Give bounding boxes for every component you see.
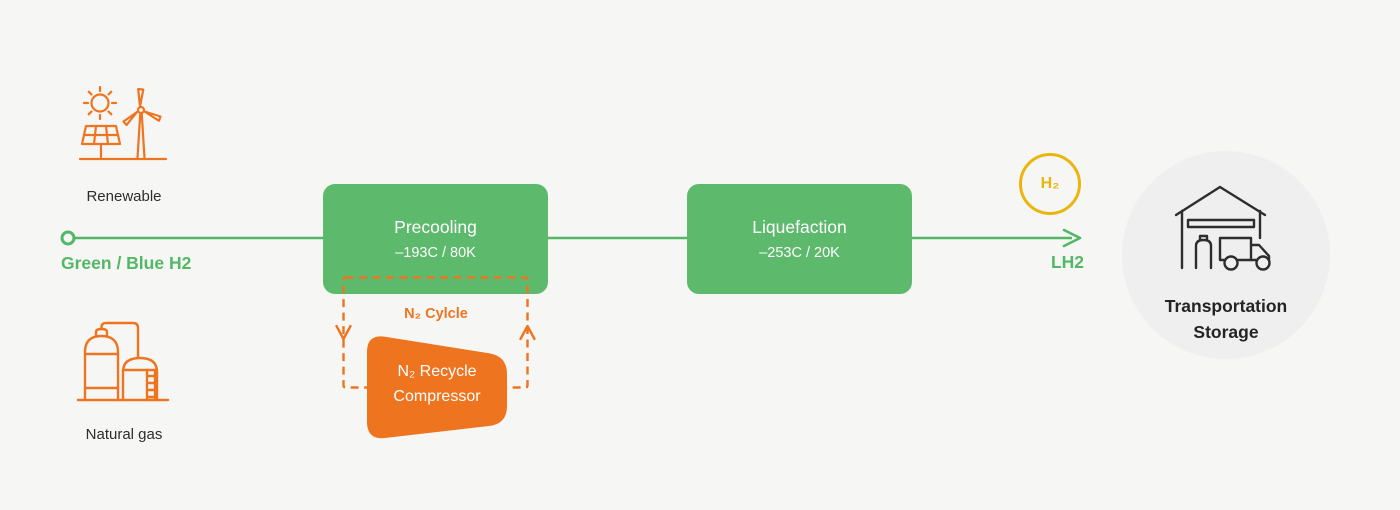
- natural-gas-label: Natural gas: [85, 426, 163, 443]
- solar-wind-icon: [78, 85, 168, 161]
- stage-precooling: Precooling –193C / 80K: [323, 184, 548, 294]
- n2-cycle-label: N₂ Cylcle: [404, 306, 468, 322]
- n2-compressor-label: N₂ Recycle Compressor: [367, 359, 507, 409]
- flow-start-node-icon: [60, 230, 76, 246]
- destination-label: Transportation Storage: [1122, 293, 1330, 345]
- transportation-storage-node: Transportation Storage: [1122, 151, 1330, 359]
- warehouse-truck-icon: [1174, 185, 1271, 271]
- n2-up-arrow-icon: [519, 324, 536, 341]
- n2-recycle-compressor-shape: [367, 336, 507, 439]
- n2-compressor-label-line1: N₂ Recycle: [397, 363, 477, 380]
- renewable-label: Renewable: [86, 188, 162, 205]
- destination-label-line2: Storage: [1193, 322, 1259, 342]
- stage-liquefaction-detail: –253C / 20K: [759, 245, 840, 261]
- destination-label-line1: Transportation: [1164, 296, 1288, 316]
- flow-arrowhead-icon: [1062, 228, 1082, 248]
- stage-precooling-detail: –193C / 80K: [395, 245, 476, 261]
- flow-output-label: LH2: [1050, 252, 1084, 272]
- h2-badge-label: H₂: [1040, 175, 1060, 192]
- stage-liquefaction: Liquefaction –253C / 20K: [687, 184, 912, 294]
- flow-input-label: Green / Blue H2: [61, 253, 192, 273]
- n2-down-arrow-icon: [335, 324, 352, 341]
- n2-compressor-label-line2: Compressor: [393, 388, 481, 405]
- gas-plant-icon: [76, 321, 170, 402]
- h2-badge: H₂: [1019, 153, 1081, 215]
- stage-precooling-name: Precooling: [394, 217, 477, 237]
- stage-liquefaction-name: Liquefaction: [752, 217, 847, 237]
